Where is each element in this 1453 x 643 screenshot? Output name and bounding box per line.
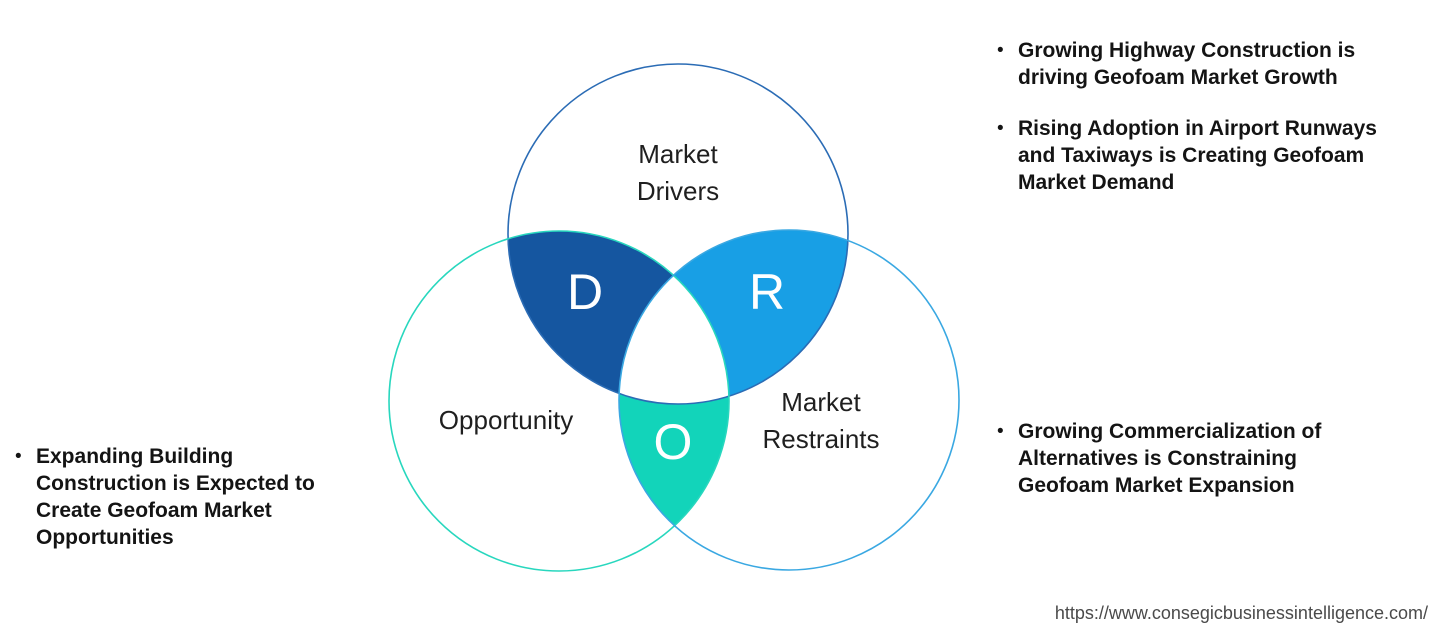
- drivers-circle: [507, 63, 849, 405]
- bullet-icon: •: [997, 118, 1004, 139]
- list-item: • Growing Commercialization of Alternati…: [997, 418, 1437, 499]
- bullet-icon: •: [997, 421, 1004, 442]
- opportunity-region-letter: O: [653, 414, 693, 470]
- bullet-text: Expanding Building Construction is Expec…: [36, 445, 315, 549]
- bullet-text: Rising Adoption in Airport Runways and T…: [1018, 117, 1377, 194]
- restraints-circle: [618, 229, 960, 571]
- source-url: https://www.consegicbusinessintelligence…: [1054, 603, 1428, 623]
- bullet-icon: •: [997, 40, 1004, 61]
- restraints-bullet-list: • Growing Commercialization of Alternati…: [997, 418, 1437, 499]
- opportunity-circle-label: Opportunity: [438, 405, 574, 435]
- drivers-circle-label: Market Drivers: [636, 139, 720, 206]
- center-overlap: [619, 231, 729, 404]
- drivers-bullet-list: • Growing Highway Construction is drivin…: [997, 37, 1437, 196]
- list-item: • Growing Highway Construction is drivin…: [997, 37, 1437, 91]
- list-item: • Rising Adoption in Airport Runways and…: [997, 115, 1437, 196]
- list-item: • Expanding Building Construction is Exp…: [15, 443, 355, 551]
- bullet-text: Growing Highway Construction is driving …: [1018, 39, 1356, 89]
- restraints-circle-label: Market Restraints: [762, 387, 880, 454]
- bullet-text: Growing Commercialization of Alternative…: [1018, 420, 1322, 497]
- bullet-icon: •: [15, 446, 22, 467]
- restraints-region-letter: R: [748, 264, 786, 320]
- opportunity-circle: [388, 230, 730, 572]
- drivers-region-letter: D: [566, 264, 604, 320]
- opportunity-bullet-list: • Expanding Building Construction is Exp…: [15, 443, 355, 551]
